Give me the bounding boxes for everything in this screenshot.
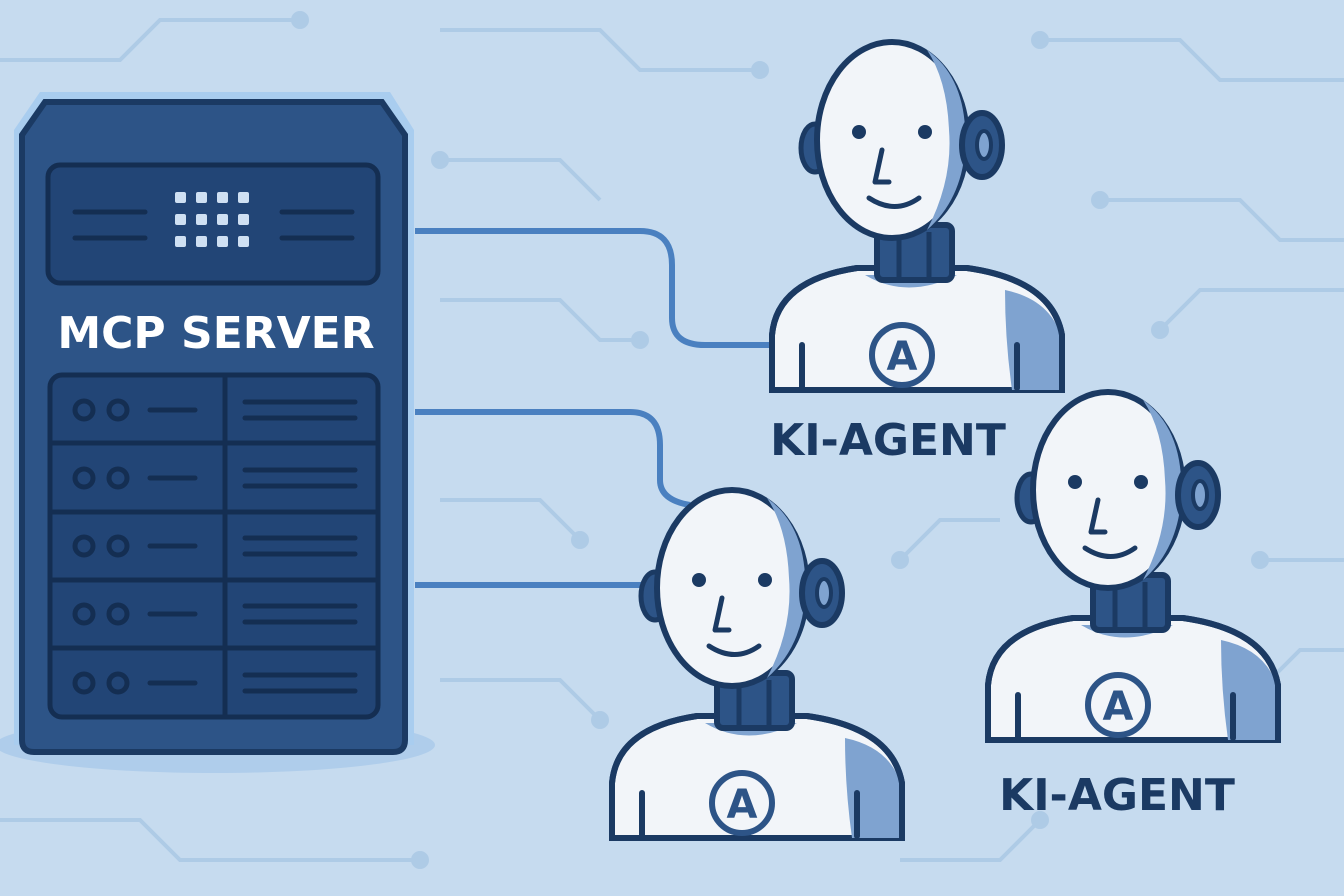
status-led-grid (175, 192, 249, 247)
connector-agent-1 (415, 228, 780, 348)
circuit-background (0, 11, 1344, 869)
ki-agent-2: A (612, 490, 902, 838)
connector-agent-2a (415, 409, 691, 508)
server-drawers (47, 372, 381, 720)
agent-badge-letter: A (727, 782, 758, 828)
server-title: MCP SERVER (57, 308, 374, 359)
server-top-panel (45, 162, 381, 286)
agent-badge-letter: A (887, 334, 918, 380)
connection-lines (415, 228, 780, 588)
agent-label-3: KI-AGENT (999, 770, 1235, 821)
mcp-server: MCP SERVER (0, 92, 435, 773)
ki-agent-3: A (988, 392, 1278, 740)
agent-label-1: KI-AGENT (770, 415, 1006, 466)
ki-agent-1: A (772, 42, 1062, 390)
agent-badge-letter: A (1103, 684, 1134, 730)
